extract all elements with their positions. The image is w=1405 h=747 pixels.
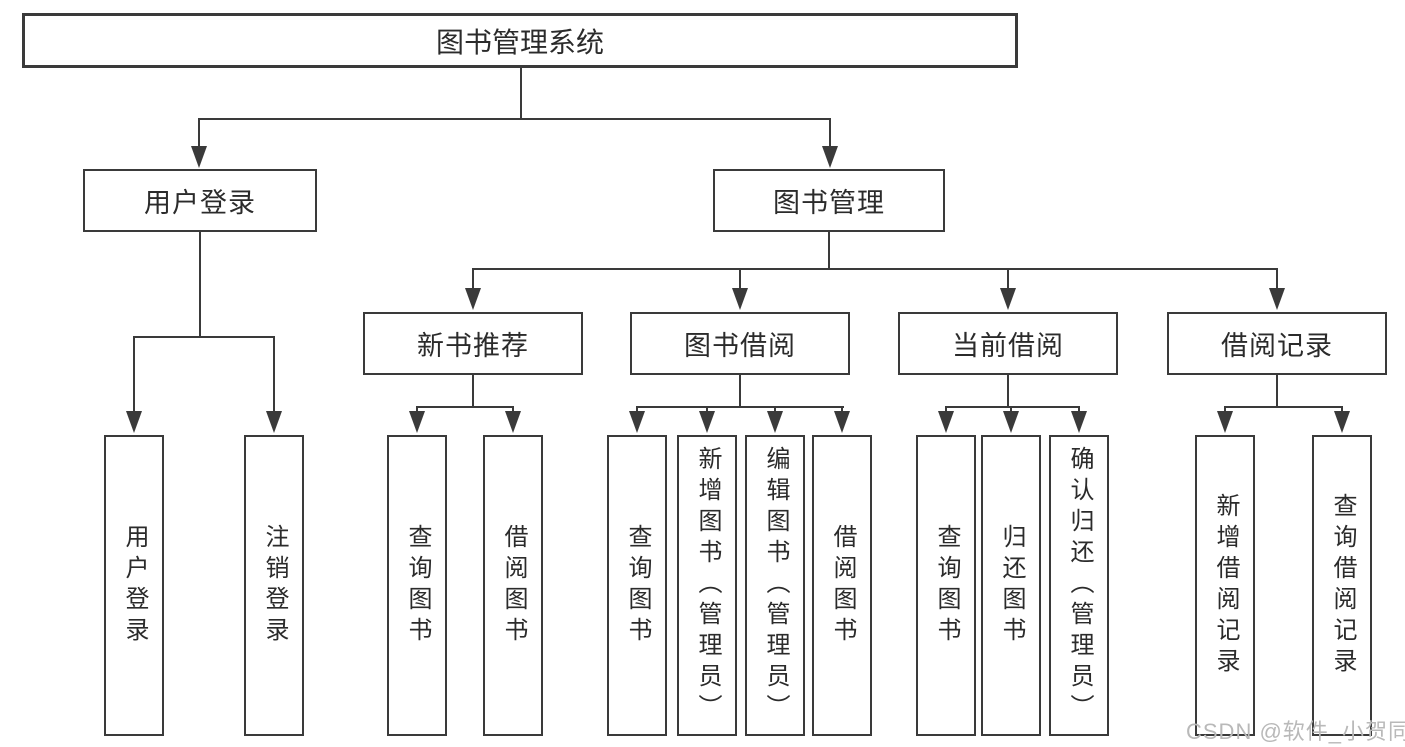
- node-leaf-borrow-books-2: 借阅图书: [812, 435, 872, 736]
- node-label: 当前借阅: [952, 331, 1064, 361]
- node-label: 查询图书: [404, 523, 431, 648]
- node-user-login-branch: 用户登录: [83, 169, 317, 232]
- connector-vline: [472, 268, 474, 289]
- arrow-down-icon: [191, 146, 207, 168]
- node-leaf-query-borrow-record: 查询借阅记录: [1312, 435, 1372, 736]
- node-book-management-branch: 图书管理: [713, 169, 945, 232]
- connector-hline: [945, 406, 1080, 408]
- node-new-book-recommend: 新书推荐: [363, 312, 583, 375]
- arrow-down-icon: [1003, 411, 1019, 433]
- connector-hline: [472, 268, 1278, 270]
- node-current-borrow: 当前借阅: [898, 312, 1118, 375]
- connector-vline: [706, 406, 708, 412]
- arrow-down-icon: [822, 146, 838, 168]
- connector-vline: [1276, 375, 1278, 406]
- node-label: 编辑图书（管理员）: [762, 446, 789, 725]
- arrow-down-icon: [505, 411, 521, 433]
- node-leaf-user-login: 用户登录: [104, 435, 164, 736]
- node-label: 借阅记录: [1221, 331, 1333, 361]
- connector-vline: [1010, 406, 1012, 412]
- connector-vline: [472, 375, 474, 406]
- arrow-down-icon: [1071, 411, 1087, 433]
- connector-vline: [133, 336, 135, 412]
- node-label: 用户登录: [121, 523, 148, 648]
- node-label: 图书管理: [773, 188, 885, 218]
- arrow-down-icon: [409, 411, 425, 433]
- node-leaf-edit-book-admin: 编辑图书（管理员）: [745, 435, 805, 736]
- node-label: 注销登录: [261, 523, 288, 648]
- arrow-down-icon: [699, 411, 715, 433]
- connector-vline: [512, 406, 514, 412]
- node-label: 图书借阅: [684, 331, 796, 361]
- connector-vline: [416, 406, 418, 412]
- watermark: CSDN @软件_小贺同学: [1186, 719, 1405, 744]
- node-label: 查询图书: [933, 523, 960, 648]
- node-label: 新增借阅记录: [1212, 492, 1239, 679]
- node-leaf-query-books-3: 查询图书: [916, 435, 976, 736]
- node-leaf-return-book: 归还图书: [981, 435, 1041, 736]
- connector-hline: [1224, 406, 1343, 408]
- node-leaf-logout: 注销登录: [244, 435, 304, 736]
- connector-vline: [1224, 406, 1226, 412]
- connector-vline: [841, 406, 843, 412]
- connector-vline: [1007, 375, 1009, 406]
- arrow-down-icon: [1269, 288, 1285, 310]
- connector-vline: [828, 232, 830, 268]
- connector-hline: [198, 118, 831, 120]
- node-root-label: 图书管理系统: [435, 26, 604, 58]
- arrow-down-icon: [126, 411, 142, 433]
- node-leaf-query-books-1: 查询图书: [387, 435, 447, 736]
- connector-vline: [829, 118, 831, 146]
- connector-hline: [416, 406, 514, 408]
- connector-vline: [273, 336, 275, 412]
- node-leaf-borrow-books-1: 借阅图书: [483, 435, 543, 736]
- connector-vline: [739, 268, 741, 289]
- arrow-down-icon: [1334, 411, 1350, 433]
- connector-vline: [1341, 406, 1343, 412]
- connector-vline: [1078, 406, 1080, 412]
- node-label: 用户登录: [144, 188, 256, 218]
- node-borrow-records: 借阅记录: [1167, 312, 1387, 375]
- arrow-down-icon: [266, 411, 282, 433]
- arrow-down-icon: [1217, 411, 1233, 433]
- node-label: 归还图书: [998, 523, 1025, 648]
- arrow-down-icon: [629, 411, 645, 433]
- node-label: 借阅图书: [500, 523, 527, 648]
- connector-vline: [199, 232, 201, 336]
- arrow-down-icon: [767, 411, 783, 433]
- connector-vline: [945, 406, 947, 412]
- connector-hline: [133, 336, 275, 338]
- node-label: 查询借阅记录: [1329, 492, 1356, 679]
- arrow-down-icon: [938, 411, 954, 433]
- node-label: 借阅图书: [829, 523, 856, 648]
- node-leaf-confirm-return-admin: 确认归还（管理员）: [1049, 435, 1109, 736]
- connector-vline: [198, 118, 200, 146]
- connector-vline: [520, 68, 522, 118]
- arrow-down-icon: [465, 288, 481, 310]
- connector-hline: [636, 406, 844, 408]
- arrow-down-icon: [834, 411, 850, 433]
- connector-vline: [774, 406, 776, 412]
- connector-vline: [739, 375, 741, 406]
- node-label: 查询图书: [624, 523, 651, 648]
- connector-vline: [1276, 268, 1278, 289]
- node-leaf-query-books-2: 查询图书: [607, 435, 667, 736]
- arrow-down-icon: [732, 288, 748, 310]
- node-root: 图书管理系统: [22, 13, 1018, 68]
- node-leaf-add-borrow-record: 新增借阅记录: [1195, 435, 1255, 736]
- connector-vline: [636, 406, 638, 412]
- node-book-borrow: 图书借阅: [630, 312, 850, 375]
- connector-vline: [1007, 268, 1009, 289]
- arrow-down-icon: [1000, 288, 1016, 310]
- node-label: 确认归还（管理员）: [1066, 446, 1093, 725]
- node-label: 新增图书（管理员）: [694, 446, 721, 725]
- node-leaf-add-book-admin: 新增图书（管理员）: [677, 435, 737, 736]
- node-label: 新书推荐: [417, 331, 529, 361]
